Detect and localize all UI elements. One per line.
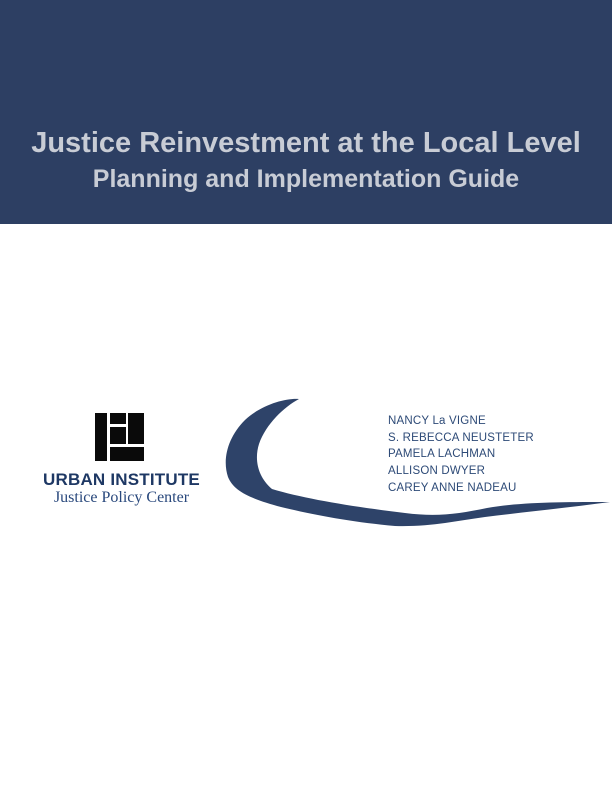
author-name: ALLISON DWYER [388,464,486,477]
logo-block [110,446,144,461]
publisher-org-name: URBAN INSTITUTE [43,470,200,489]
author-name: PAMELA LACHMAN [388,448,496,461]
page-subtitle: Planning and Implementation Guide [92,165,520,193]
logo-block [127,413,144,444]
logo-block [110,413,126,424]
publisher-center-name: Justice Policy Center [53,489,190,506]
logo-block [95,413,107,461]
author-name: CAREY ANNE NADEAU [388,481,517,494]
author-name: NANCY La VIGNE [388,415,486,427]
page-title: Justice Reinvestment at the Local Level [31,127,581,159]
urban-institute-logo-icon [95,413,144,461]
title-banner: Justice Reinvestment at the Local Level … [0,0,612,224]
logo-block [110,426,126,444]
author-name: S. REBECCA NEUSTETER [388,431,534,444]
authors-list: NANCY La VIGNE S. REBECCA NEUSTETER PAME… [388,413,534,496]
